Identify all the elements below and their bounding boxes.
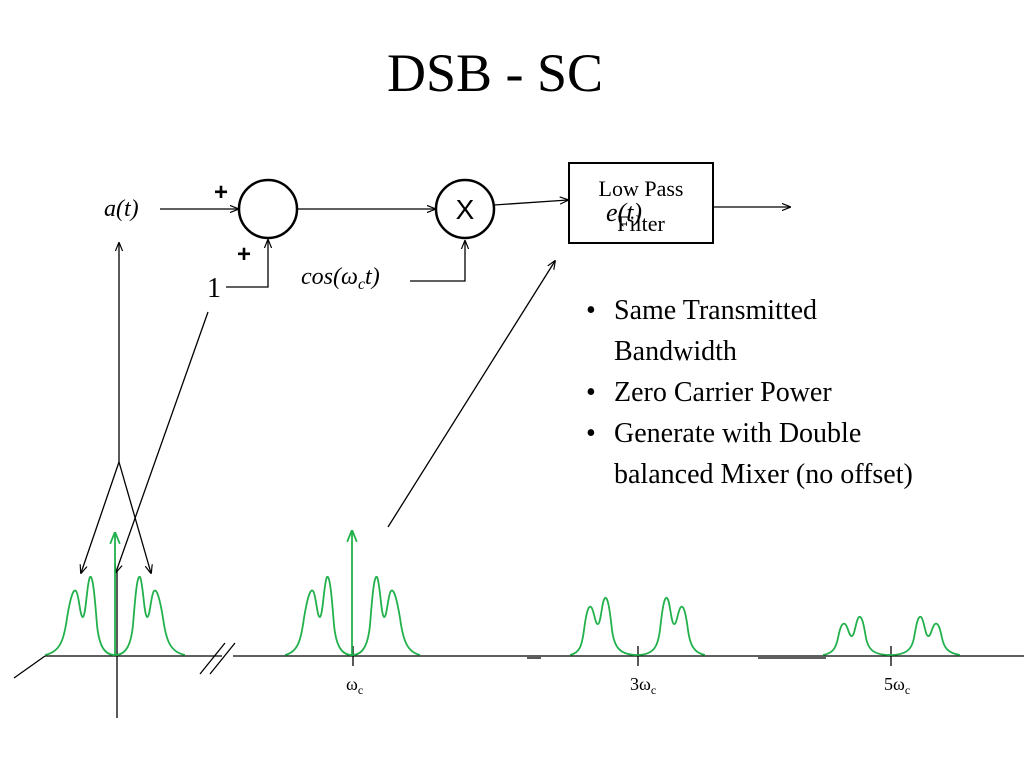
offset-pointer bbox=[116, 311, 209, 572]
output-label: e(t) bbox=[606, 198, 642, 227]
multiplier-node bbox=[434, 178, 496, 240]
multiplier-symbol: X bbox=[456, 194, 475, 225]
third-harmonic-lobe-right bbox=[636, 597, 706, 656]
fifth-harmonic-lobe-right bbox=[889, 615, 961, 656]
offset-label: 1 bbox=[207, 273, 221, 304]
frequency-labels: ωc 3ωc 5ωc bbox=[346, 674, 910, 697]
offset-arrow bbox=[226, 240, 268, 288]
axis-break-mark-2 bbox=[209, 642, 236, 675]
carrier-lobe-left bbox=[284, 576, 353, 656]
freq-label-5-omega-c: 5ωc bbox=[884, 674, 910, 697]
spectrum-axes bbox=[13, 570, 1024, 718]
bullet-item: Generate with Double balanced Mixer (no … bbox=[582, 413, 942, 495]
low-pass-filter-box bbox=[568, 162, 714, 244]
baseband-lobe-right bbox=[114, 576, 186, 656]
freq-label-3-omega-c: 3ωc bbox=[630, 674, 656, 697]
mixer-output-pointer bbox=[387, 261, 555, 528]
spectrum-lobes bbox=[44, 531, 961, 656]
bullet-list: Same Transmitted Bandwidth Zero Carrier … bbox=[582, 290, 942, 495]
plus-top-label: + bbox=[214, 179, 228, 206]
carrier-arrow bbox=[410, 241, 465, 282]
baseband-pointer-left bbox=[81, 461, 120, 573]
summer-node bbox=[237, 178, 299, 240]
freq-axis-left bbox=[13, 655, 46, 679]
third-harmonic-lobe-left bbox=[569, 597, 638, 656]
input-label: a(t) bbox=[104, 196, 139, 222]
freq-label-omega-c: ωc bbox=[346, 674, 363, 697]
bullet-item: Zero Carrier Power bbox=[582, 372, 942, 413]
baseband-lobe-left bbox=[44, 576, 116, 656]
mixer-to-filter-arrow bbox=[493, 200, 568, 206]
plus-bottom-label: + bbox=[237, 241, 251, 268]
filter-label-line2: Filter bbox=[617, 211, 665, 236]
block-diagram: a(t) + + 1 X cos(ωct) Low Pass Filter e(… bbox=[104, 162, 790, 304]
slide-title: DSB - SC bbox=[386, 43, 604, 103]
annotation-lines bbox=[81, 243, 555, 573]
fifth-harmonic-lobe-left bbox=[822, 615, 891, 656]
axis-break-mark-1 bbox=[199, 642, 226, 675]
carrier-label: cos(ωct) bbox=[301, 264, 380, 293]
filter-label-line1: Low Pass bbox=[599, 176, 684, 201]
bullet-item: Same Transmitted Bandwidth bbox=[582, 290, 942, 372]
carrier-lobe-right bbox=[351, 576, 421, 656]
